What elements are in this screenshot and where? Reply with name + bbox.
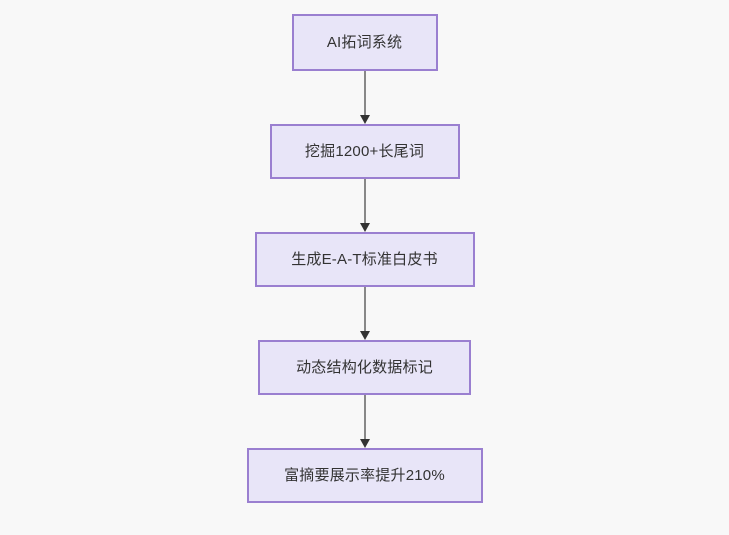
flow-connector-1-to-2: [359, 71, 371, 124]
flow-node-label: 动态结构化数据标记: [296, 359, 433, 376]
flow-connector-4-to-5: [359, 395, 371, 448]
arrowhead-icon: [359, 439, 370, 448]
flow-node-label: 富摘要展示率提升210%: [284, 467, 445, 484]
arrowhead-icon: [359, 331, 370, 340]
flow-connector-3-to-4: [359, 287, 371, 340]
flow-node-eat-whitepaper[interactable]: 生成E-A-T标准白皮书: [254, 232, 475, 287]
connector-line: [363, 71, 366, 116]
connector-line: [363, 287, 366, 332]
flow-node-label: 挖掘1200+长尾词: [304, 143, 425, 160]
arrowhead-icon: [359, 223, 370, 232]
arrowhead-icon: [359, 115, 370, 124]
flow-connector-2-to-3: [359, 179, 371, 232]
connector-line: [363, 179, 366, 224]
flow-node-rich-snippet-result[interactable]: 富摘要展示率提升210%: [246, 448, 483, 503]
flow-node-label: 生成E-A-T标准白皮书: [291, 251, 438, 268]
flow-node-longtail-keywords[interactable]: 挖掘1200+长尾词: [269, 124, 460, 179]
flow-node-ai-keyword-system[interactable]: AI拓词系统: [291, 14, 438, 71]
connector-line: [363, 395, 366, 440]
flow-node-structured-data-markup[interactable]: 动态结构化数据标记: [258, 340, 471, 395]
flow-node-column: AI拓词系统 挖掘1200+长尾词 生成E-A-T标准白皮书 动态结构化数据标记: [246, 14, 483, 503]
flow-node-label: AI拓词系统: [326, 34, 403, 51]
